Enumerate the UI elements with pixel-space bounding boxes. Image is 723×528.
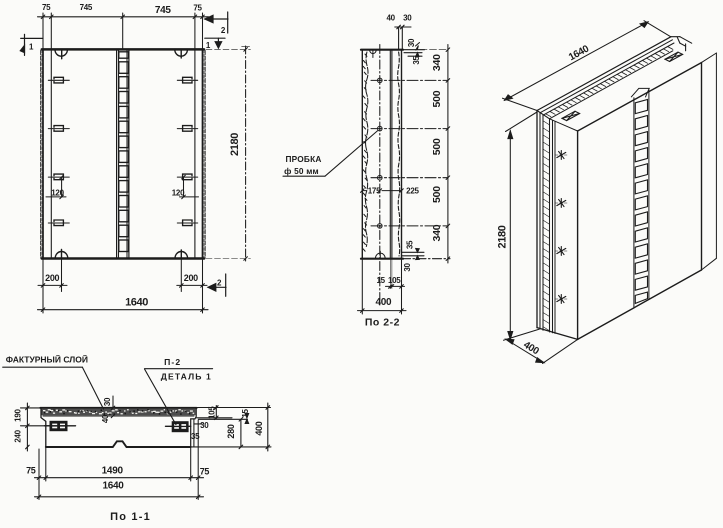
svg-text:120: 120 [51,188,64,197]
svg-text:2180: 2180 [229,133,241,156]
svg-text:280: 280 [226,424,236,438]
svg-text:175: 175 [368,186,381,195]
svg-text:500: 500 [431,138,443,155]
svg-text:75: 75 [42,3,51,12]
svg-text:ПРОБКА: ПРОБКА [285,154,321,164]
svg-text:240: 240 [14,429,23,442]
svg-text:2: 2 [217,278,222,287]
svg-text:2: 2 [221,26,226,35]
svg-text:35: 35 [406,240,415,249]
svg-text:30: 30 [403,14,412,23]
svg-text:500: 500 [431,186,443,203]
svg-text:120: 120 [172,188,185,197]
svg-text:500: 500 [431,90,443,107]
svg-text:30: 30 [200,421,209,430]
svg-text:105: 105 [388,276,401,285]
svg-text:40: 40 [386,14,395,23]
svg-text:1: 1 [29,43,34,52]
svg-text:400: 400 [254,421,264,435]
svg-text:15: 15 [377,276,386,285]
svg-text:75: 75 [193,4,202,13]
svg-text:340: 340 [431,224,443,241]
svg-text:200: 200 [184,273,198,283]
svg-text:745: 745 [80,3,93,12]
svg-text:30: 30 [103,397,112,406]
svg-text:105: 105 [208,406,217,419]
svg-text:П-2: П-2 [164,357,181,367]
svg-text:1640: 1640 [567,43,591,63]
svg-text:400: 400 [521,340,541,358]
svg-text:30: 30 [407,38,416,47]
svg-text:200: 200 [45,273,59,283]
svg-text:35: 35 [191,432,200,441]
svg-text:190: 190 [14,409,23,422]
svg-text:75: 75 [26,465,36,475]
svg-text:По 1-1: По 1-1 [110,511,151,523]
svg-text:35: 35 [412,56,421,65]
svg-text:ф 50 мм: ф 50 мм [284,166,319,176]
svg-text:2180: 2180 [496,225,508,248]
svg-text:1: 1 [206,41,211,50]
svg-text:340: 340 [431,54,443,71]
svg-text:40: 40 [101,414,110,423]
svg-text:1490: 1490 [102,465,124,476]
svg-text:По 2-2: По 2-2 [365,317,400,329]
svg-text:ФАКТУРНЫЙ СЛОЙ: ФАКТУРНЫЙ СЛОЙ [6,354,88,365]
svg-text:400: 400 [376,297,393,308]
svg-text:745: 745 [155,5,172,16]
svg-text:30: 30 [403,263,412,272]
svg-text:1640: 1640 [125,296,148,308]
svg-text:75: 75 [200,466,210,476]
svg-text:15: 15 [241,409,250,418]
svg-text:ДЕТАЛЬ 1: ДЕТАЛЬ 1 [161,372,212,382]
svg-text:1640: 1640 [102,481,124,492]
svg-text:225: 225 [406,186,419,195]
